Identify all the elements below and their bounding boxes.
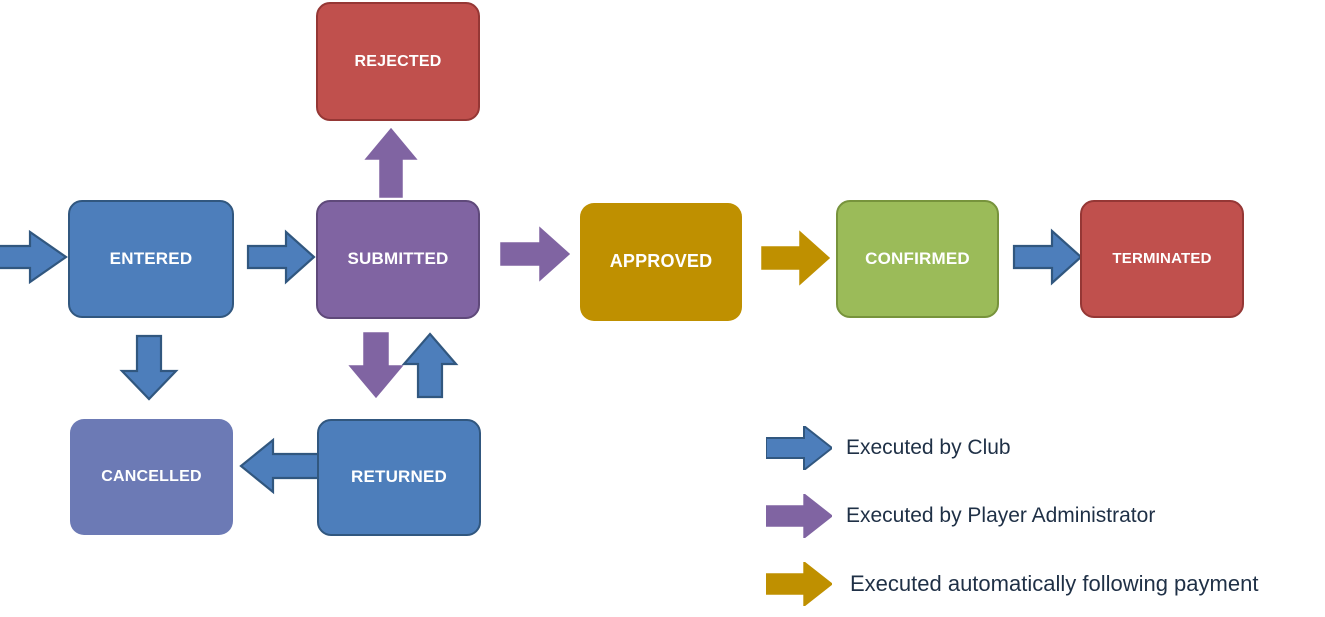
legend-item-automatic: Executed automatically following payment [766, 560, 1258, 608]
arrow-right-icon [766, 562, 832, 606]
state-label-submitted: SUBMITTED [347, 249, 449, 269]
legend-label-automatic: Executed automatically following payment [850, 571, 1259, 596]
state-node-rejected[interactable]: REJECTED [316, 2, 480, 121]
state-node-confirmed[interactable]: CONFIRMED [836, 200, 999, 318]
arrow-right-icon [766, 494, 832, 538]
legend-item-club: Executed by Club [766, 424, 1011, 472]
state-node-submitted[interactable]: SUBMITTED [316, 200, 480, 319]
state-node-returned[interactable]: RETURNED [317, 419, 481, 536]
arrow-returned-to-cancelled [239, 437, 321, 495]
state-node-cancelled[interactable]: CANCELLED [70, 419, 233, 535]
state-label-entered: ENTERED [109, 248, 193, 268]
state-node-approved[interactable]: APPROVED [580, 203, 742, 321]
state-label-cancelled: CANCELLED [101, 468, 202, 486]
state-label-confirmed: CONFIRMED [865, 248, 970, 268]
arrow-confirmed-to-terminated [1012, 228, 1083, 286]
legend-label-player-administrator: Executed by Player Administrator [846, 504, 1156, 527]
arrow-submitted-to-rejected [364, 127, 418, 198]
arrow-submitted-to-approved [500, 226, 571, 282]
arrow-right-icon [766, 426, 832, 470]
state-label-returned: RETURNED [350, 467, 448, 487]
arrow-start-to-entered [0, 229, 68, 285]
arrow-approved-to-confirmed [761, 230, 831, 286]
arrow-entered-to-submitted [246, 229, 316, 285]
legend-label-club: Executed by Club [846, 436, 1011, 459]
arrow-entered-to-cancelled [119, 334, 179, 401]
state-label-approved: APPROVED [609, 251, 713, 272]
legend-item-player-administrator: Executed by Player Administrator [766, 492, 1155, 540]
legend: Executed by Club Executed by Player Admi… [766, 418, 1316, 613]
arrow-returned-to-submitted [401, 332, 459, 399]
state-label-rejected: REJECTED [354, 52, 442, 70]
arrow-submitted-to-returned [348, 332, 404, 399]
state-node-entered[interactable]: ENTERED [68, 200, 234, 318]
state-label-terminated: TERMINATED [1112, 249, 1212, 267]
state-node-terminated[interactable]: TERMINATED [1080, 200, 1244, 318]
